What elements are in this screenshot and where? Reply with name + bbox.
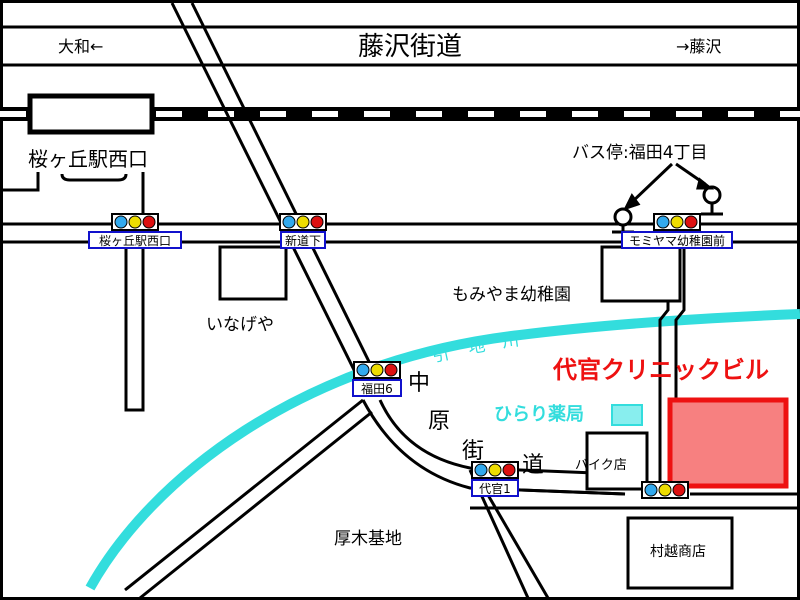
inageya-building [218,245,288,301]
traffic-signal [641,481,689,499]
atsugi-base-label: 厚木基地 [334,529,402,549]
road-southwest [124,398,373,600]
nakahara-label-char: 原 [428,409,450,434]
inageya-label: いなげや [206,315,274,335]
traffic-signal: 桜ヶ丘駅西口 [88,213,182,249]
fujisawa-kaido-road [0,25,800,67]
diagonal-road-north [170,2,384,389]
river-label-char: 引 [430,344,451,367]
traffic-signal-label: 新道下 [285,233,321,248]
traffic-signal-label: モミヤマ幼稚園前 [629,233,725,248]
bus-stop-label: バス停:福田4丁目 [572,143,708,163]
nakahara-label-char: 街 [462,439,484,464]
kindergarten-building [600,245,682,303]
nakahara-kaido-label: 中 原 街 道 [408,371,544,478]
bus-stop-pins [612,185,723,234]
station-exit-paths [0,172,145,412]
murakoshi-label: 村越商店 [650,544,706,560]
traffic-signal: 新道下 [279,213,327,249]
pharmacy-building [611,404,643,426]
traffic-signal: 福田6 [352,361,402,397]
to-fujisawa-label: →藤沢 [676,37,721,56]
destination-building [667,397,789,489]
traffic-signal-label: 福田6 [361,381,393,396]
destination-label: 代官クリニックビル [552,356,769,384]
kindergarten-label: もみやま幼稚園 [452,285,571,305]
station-label: 桜ヶ丘駅西口 [28,147,148,171]
traffic-signal: モミヤマ幼稚園前 [621,213,733,249]
fujisawa-kaido-label: 藤沢街道 [358,32,462,62]
traffic-signal-label: 代官1 [479,481,511,496]
to-yamato-label: 大和← [58,37,103,56]
nakahara-label-char: 中 [408,371,430,396]
river-label: 引 地 川 [430,330,520,367]
nakahara-label-char: 道 [522,453,544,478]
bus-stop-arrows [623,162,715,211]
bike-shop-building [585,431,649,491]
station-building [27,93,155,135]
pharmacy-label: ひらり薬局 [494,404,584,425]
traffic-signal: 代官1 [471,461,519,497]
hikiji-river [85,309,800,591]
traffic-signal-label: 桜ヶ丘駅西口 [99,234,171,248]
river-label-char: 川 [501,330,521,352]
murakoshi-building [626,516,734,590]
bike-shop-label: バイク店 [575,458,627,473]
river-label-char: 地 [467,336,487,359]
